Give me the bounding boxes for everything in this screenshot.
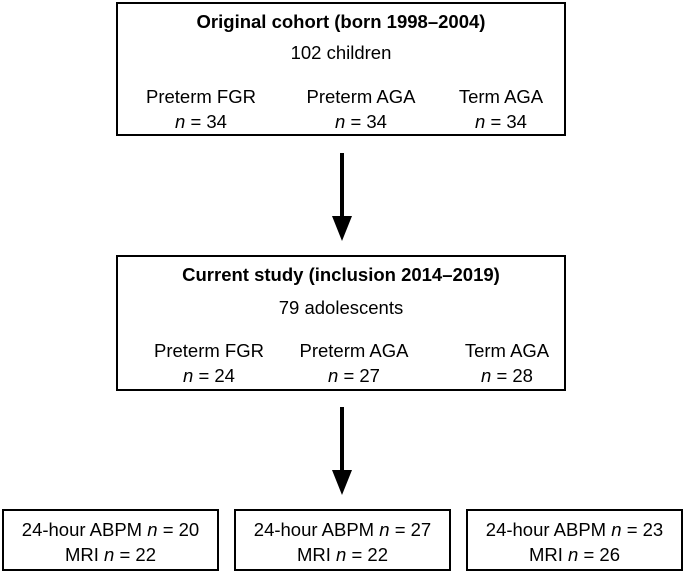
bottom-box-3-abpm: 24-hour ABPM n = 23 <box>485 519 664 540</box>
top-group-preterm-fgr: Preterm FGR <box>146 86 256 107</box>
bottom-box-2-abpm: 24-hour ABPM n = 27 <box>253 519 432 540</box>
top-group-preterm-aga-n: n = 34 <box>335 111 387 132</box>
bottom-box-preterm-aga: 24-hour ABPM n = 27 MRI n = 22 <box>234 509 451 571</box>
bottom-box-term-aga: 24-hour ABPM n = 23 MRI n = 26 <box>466 509 683 571</box>
bottom-box-1-mri: MRI n = 22 <box>64 544 157 565</box>
middle-group-preterm-aga-n: n = 27 <box>328 365 380 386</box>
top-group-term-aga-n: n = 34 <box>475 111 527 132</box>
current-study-count: 79 adolescents <box>278 297 404 318</box>
top-group-preterm-aga: Preterm AGA <box>306 86 416 107</box>
arrow-top-to-middle <box>332 153 352 241</box>
original-cohort-count: 102 children <box>290 42 392 63</box>
bottom-box-2-mri: MRI n = 22 <box>296 544 389 565</box>
middle-group-preterm-aga: Preterm AGA <box>299 340 409 361</box>
bottom-box-3-mri: MRI n = 26 <box>528 544 621 565</box>
middle-group-preterm-fgr: Preterm FGR <box>154 340 264 361</box>
bottom-box-1-abpm: 24-hour ABPM n = 20 <box>21 519 200 540</box>
bottom-box-preterm-fgr: 24-hour ABPM n = 20 MRI n = 22 <box>2 509 219 571</box>
current-study-box: Current study (inclusion 2014–2019) 79 a… <box>116 255 566 391</box>
top-group-preterm-fgr-n: n = 34 <box>175 111 227 132</box>
middle-group-term-aga-n: n = 28 <box>481 365 533 386</box>
arrow-middle-to-bottom <box>332 407 352 495</box>
middle-group-term-aga: Term AGA <box>464 340 550 361</box>
current-study-title: Current study (inclusion 2014–2019) <box>182 264 500 285</box>
original-cohort-box: Original cohort (born 1998–2004) 102 chi… <box>116 2 566 136</box>
original-cohort-title: Original cohort (born 1998–2004) <box>196 11 486 32</box>
middle-group-preterm-fgr-n: n = 24 <box>183 365 235 386</box>
top-group-term-aga: Term AGA <box>458 86 544 107</box>
